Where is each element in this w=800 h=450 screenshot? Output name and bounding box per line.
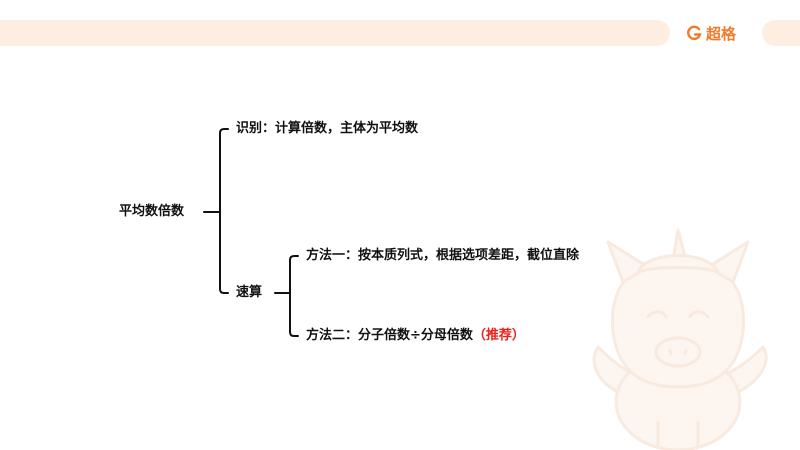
brand-name: 超格 xyxy=(706,24,737,43)
level1-bracket xyxy=(219,128,229,294)
mascot-watermark xyxy=(592,228,768,450)
level2-bracket xyxy=(289,255,299,337)
mindmap-root-node: 平均数倍数 xyxy=(119,204,185,219)
brand-logo-icon xyxy=(687,25,702,41)
brand-logo: 超格 xyxy=(686,22,736,44)
recommended-tag: （推荐） xyxy=(472,328,525,343)
mindmap-method-one-node: 方法一：按本质列式，根据选项差距，截位直除 xyxy=(306,248,580,263)
header-banner xyxy=(0,20,670,46)
method-two-text: 方法二：分子倍数÷分母倍数 xyxy=(306,328,473,343)
header-banner-end xyxy=(762,20,800,46)
mindmap-identify-node: 识别：计算倍数，主体为平均数 xyxy=(236,121,419,136)
mindmap-method-two-node: 方法二：分子倍数÷分母倍数（推荐） xyxy=(306,328,525,344)
mindmap-quick-calc-node: 速算 xyxy=(236,285,263,300)
